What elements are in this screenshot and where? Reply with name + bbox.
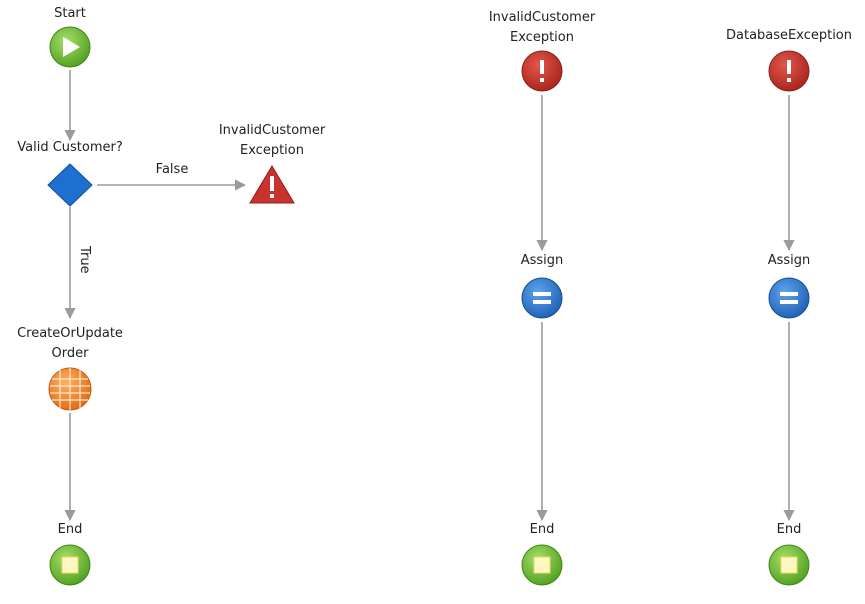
false-branch-label: False bbox=[155, 162, 189, 177]
start-node[interactable] bbox=[49, 26, 91, 68]
end-label-3: End bbox=[776, 522, 802, 537]
play-icon bbox=[63, 37, 80, 57]
assign-label-2: Assign bbox=[767, 253, 811, 268]
equals-icon bbox=[533, 292, 551, 304]
handler-label-1-line1: InvalidCustomer bbox=[488, 10, 596, 25]
start-label: Start bbox=[54, 6, 86, 21]
exclamation-icon bbox=[787, 60, 791, 74]
grid-icon bbox=[50, 368, 90, 410]
stop-icon bbox=[61, 556, 79, 574]
create-or-update-order-node[interactable] bbox=[48, 367, 92, 411]
end-label-1: End bbox=[57, 522, 83, 537]
raise-exception-label-line1: InvalidCustomer bbox=[218, 123, 326, 138]
stop-icon bbox=[533, 556, 551, 574]
end-node-1[interactable] bbox=[49, 544, 91, 586]
assign-node-1[interactable] bbox=[521, 277, 563, 319]
exclamation-icon bbox=[270, 176, 274, 191]
exception-handler-node-1[interactable] bbox=[521, 50, 563, 92]
action-label-line2: Order bbox=[51, 346, 89, 361]
stop-icon bbox=[780, 556, 798, 574]
action-label-line1: CreateOrUpdate bbox=[17, 326, 123, 341]
true-branch-label: True bbox=[77, 246, 92, 274]
assign-node-2[interactable] bbox=[768, 277, 810, 319]
exception-handler-node-2[interactable] bbox=[768, 50, 810, 92]
raise-exception-node[interactable] bbox=[249, 165, 295, 204]
end-node-3[interactable] bbox=[768, 544, 810, 586]
decision-node[interactable] bbox=[47, 163, 93, 207]
handler-label-1-line2: Exception bbox=[510, 30, 574, 45]
decision-label: Valid Customer? bbox=[17, 140, 123, 155]
equals-icon bbox=[780, 292, 798, 304]
exclamation-icon bbox=[540, 60, 544, 74]
assign-label-1: Assign bbox=[520, 253, 564, 268]
end-label-2: End bbox=[529, 522, 555, 537]
handler-label-2: DatabaseException bbox=[725, 28, 853, 43]
raise-exception-label-line2: Exception bbox=[240, 143, 304, 158]
end-node-2[interactable] bbox=[521, 544, 563, 586]
